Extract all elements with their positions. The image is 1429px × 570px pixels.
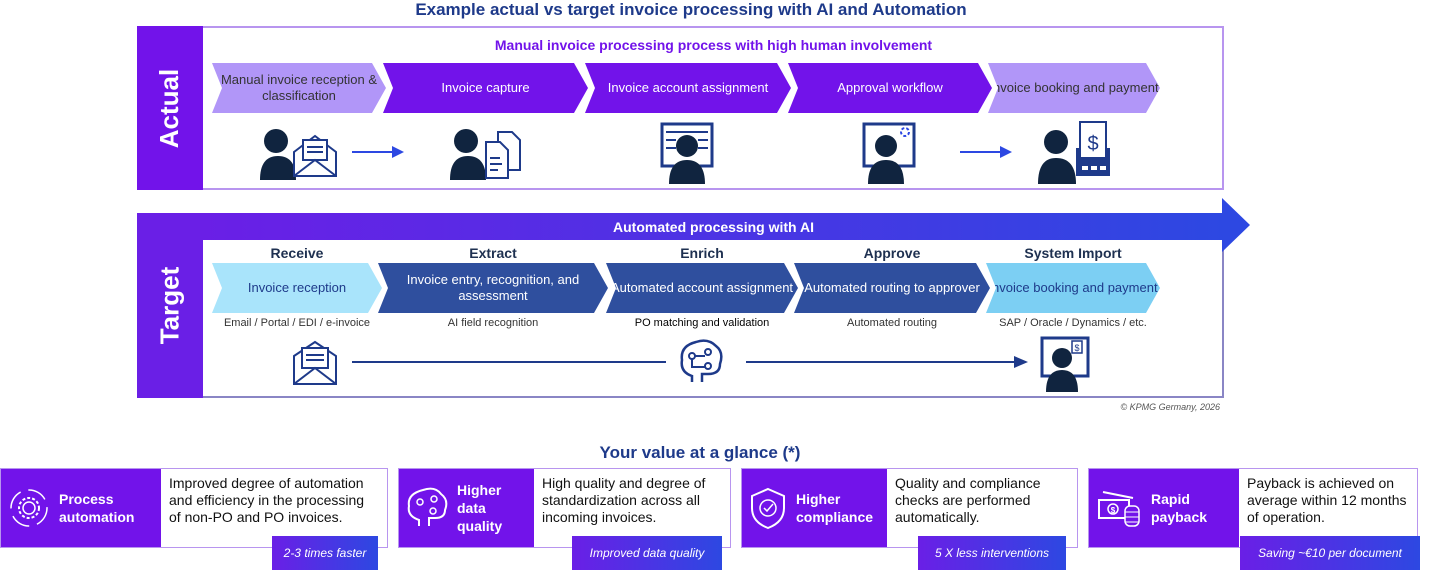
- brain-circuit-icon: [407, 487, 448, 526]
- card-title: Higher compliance: [796, 491, 874, 525]
- target-label: Target: [137, 213, 203, 398]
- stage-sub-receive: Email / Portal / EDI / e-invoice: [223, 317, 371, 329]
- value-card-compliance: Higher compliance Quality and compliance…: [741, 468, 1078, 548]
- svg-text:$: $: [1087, 133, 1098, 155]
- person-envelope-icon: [260, 129, 337, 180]
- stage-head-receive: Receive: [270, 245, 324, 261]
- stage-sub-extract: AI field recognition: [447, 317, 539, 329]
- shield-check-icon: [751, 487, 785, 530]
- page-title: Example actual vs target invoice process…: [415, 0, 967, 19]
- value-title: Your value at a glance (*): [599, 443, 801, 462]
- card-description: Improved degree of automation and effici…: [161, 469, 387, 547]
- value-badge: Improved data quality: [572, 536, 722, 570]
- band-arrow-head: [1222, 198, 1250, 252]
- value-card-process-automation: Process automation Improved degree of au…: [0, 468, 388, 548]
- value-badge: Saving ~€10 per document: [1240, 536, 1420, 570]
- value-card-payback: $ Rapid payback Payback is achieved on a…: [1088, 468, 1418, 548]
- person-monitor-icon: [660, 122, 714, 184]
- stage-head-extract: Extract: [469, 245, 517, 261]
- envelope-icon: [293, 340, 337, 385]
- stage-sub-system-import: SAP / Oracle / Dynamics / etc.: [999, 317, 1147, 329]
- gear-cycle-icon: [10, 489, 48, 527]
- target-step-4: Automated routing to approver: [794, 263, 990, 313]
- actual-subtitle: Manual invoice processing process with h…: [494, 37, 933, 53]
- card-description: Payback is achieved on average within 12…: [1239, 469, 1417, 547]
- stage-sub-enrich: PO matching and validation: [634, 317, 770, 329]
- actual-step-1: Manual invoice reception & classificatio…: [212, 63, 386, 113]
- card-title: Higher data quality: [457, 482, 503, 534]
- svg-text:$: $: [1111, 506, 1116, 515]
- stage-sub-approve: Automated routing: [847, 317, 937, 329]
- arrow-right-icon: [960, 146, 1012, 158]
- stage-head-system-import: System Import: [1024, 245, 1122, 261]
- card-description: High quality and degree of standardizati…: [534, 469, 730, 547]
- arrow-right-icon: [352, 146, 404, 158]
- target-band: Automated processing with AI: [203, 213, 1224, 240]
- target-step-3: Automated account assignment: [606, 263, 798, 313]
- copyright: © KPMG Germany, 2026: [1120, 402, 1220, 412]
- money-coins-icon: $: [1098, 491, 1140, 527]
- person-receipt-icon: $: [1038, 121, 1110, 184]
- actual-step-2: Invoice capture: [383, 63, 588, 113]
- person-monitor-payment-icon: $: [1040, 336, 1090, 392]
- target-step-2: Invoice entry, recognition, and assessme…: [378, 263, 608, 313]
- value-badge: 2-3 times faster: [272, 536, 378, 570]
- person-documents-icon: [450, 129, 521, 180]
- value-badge: 5 X less interventions: [918, 536, 1066, 570]
- brain-circuit-icon: [680, 339, 723, 382]
- value-card-data-quality: Higher data quality High quality and deg…: [398, 468, 731, 548]
- actual-label: Actual: [137, 26, 203, 190]
- target-step-1: Invoice reception: [212, 263, 382, 313]
- stage-head-approve: Approve: [863, 245, 921, 261]
- card-title: Rapid payback: [1151, 491, 1208, 525]
- actual-step-4: Approval workflow: [788, 63, 992, 113]
- actual-step-3: Invoice account assignment: [585, 63, 791, 113]
- flow-arrow: [746, 356, 1028, 368]
- person-monitor-sync-icon: [862, 122, 916, 184]
- flow-line: [352, 361, 666, 363]
- stage-head-enrich: Enrich: [680, 245, 724, 261]
- card-title: Process automation: [59, 491, 135, 525]
- card-description: Quality and compliance checks are perfor…: [887, 469, 1077, 547]
- svg-text:$: $: [1074, 343, 1079, 353]
- actual-step-5: Invoice booking and payment: [988, 63, 1160, 113]
- target-step-5: Invoice booking and payment: [986, 263, 1160, 313]
